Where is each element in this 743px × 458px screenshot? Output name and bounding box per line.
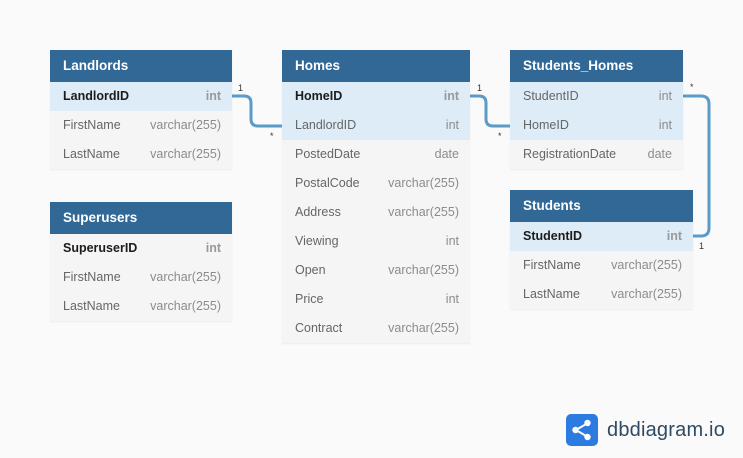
column-row[interactable]: HomeID int (282, 82, 470, 111)
table-landlords[interactable]: Landlords LandlordID int FirstName varch… (50, 50, 232, 169)
cardinality-many-studenthome-sid: * (690, 82, 694, 92)
table-header-students-homes[interactable]: Students_Homes (510, 50, 683, 82)
brand-name: dbdiagram.io (607, 418, 726, 441)
link-home-studenthome (470, 94, 510, 128)
column-type: varchar(255) (611, 287, 682, 301)
column-name: PostedDate (295, 147, 361, 161)
column-row[interactable]: HomeID int (510, 111, 683, 140)
column-name: Open (295, 263, 326, 277)
column-name: LandlordID (63, 89, 129, 103)
column-name: RegistrationDate (523, 147, 617, 161)
column-name: FirstName (523, 258, 581, 272)
column-name: StudentID (523, 89, 579, 103)
column-type: int (443, 89, 459, 103)
column-name: LastName (63, 299, 120, 313)
column-row[interactable]: LastName varchar(255) (50, 292, 232, 321)
column-row[interactable]: Address varchar(255) (282, 198, 470, 227)
column-name: FirstName (63, 270, 121, 284)
column-type: int (658, 89, 672, 103)
column-row[interactable]: Contract varchar(255) (282, 314, 470, 343)
column-row[interactable]: LastName varchar(255) (50, 140, 232, 169)
column-type: int (666, 229, 682, 243)
column-name: Address (295, 205, 341, 219)
column-type: int (658, 118, 672, 132)
column-row[interactable]: RegistrationDate date (510, 140, 683, 169)
column-row[interactable]: Viewing int (282, 227, 470, 256)
column-name: FirstName (63, 118, 121, 132)
column-name: LandlordID (295, 118, 357, 132)
table-header-superusers[interactable]: Superusers (50, 202, 232, 234)
cardinality-one-landlord: 1 (238, 83, 243, 93)
column-type: int (205, 89, 221, 103)
column-type: varchar(255) (150, 147, 221, 161)
column-name: Price (295, 292, 324, 306)
column-type: varchar(255) (388, 321, 459, 335)
cardinality-one-student: 1 (699, 241, 704, 251)
share-nodes-icon (566, 414, 598, 446)
column-name: Contract (295, 321, 343, 335)
column-row[interactable]: LandlordID int (282, 111, 470, 140)
cardinality-many-home: * (270, 131, 274, 141)
table-header-students[interactable]: Students (510, 190, 693, 222)
column-name: HomeID (523, 118, 569, 132)
column-row[interactable]: LastName varchar(255) (510, 280, 693, 309)
column-type: varchar(255) (388, 176, 459, 190)
column-type: int (445, 234, 459, 248)
column-row[interactable]: StudentID int (510, 222, 693, 251)
column-type: varchar(255) (150, 270, 221, 284)
column-row[interactable]: LandlordID int (50, 82, 232, 111)
column-type: int (445, 118, 459, 132)
table-superusers[interactable]: Superusers SuperuserID int FirstName var… (50, 202, 232, 321)
column-row[interactable]: Price int (282, 285, 470, 314)
column-row[interactable]: PostalCode varchar(255) (282, 169, 470, 198)
column-type: varchar(255) (611, 258, 682, 272)
link-landlord-home (232, 94, 282, 128)
table-students[interactable]: Students StudentID int FirstName varchar… (510, 190, 693, 309)
column-type: date (434, 147, 459, 161)
column-type: int (445, 292, 459, 306)
brand-logo[interactable]: dbdiagram.io (566, 414, 725, 446)
column-name: LastName (523, 287, 580, 301)
table-students-homes[interactable]: Students_Homes StudentID int HomeID int … (510, 50, 683, 169)
column-name: Viewing (295, 234, 339, 248)
column-row[interactable]: FirstName varchar(255) (50, 263, 232, 292)
cardinality-many-studenthome: * (498, 131, 502, 141)
column-row[interactable]: Open varchar(255) (282, 256, 470, 285)
column-type: date (647, 147, 672, 161)
column-name: LastName (63, 147, 120, 161)
column-type: varchar(255) (150, 299, 221, 313)
column-type: varchar(255) (388, 205, 459, 219)
table-header-landlords[interactable]: Landlords (50, 50, 232, 82)
table-homes[interactable]: Homes HomeID int LandlordID int PostedDa… (282, 50, 470, 343)
column-row[interactable]: FirstName varchar(255) (50, 111, 232, 140)
column-name: PostalCode (295, 176, 360, 190)
column-name: HomeID (295, 89, 343, 103)
column-row[interactable]: PostedDate date (282, 140, 470, 169)
column-row[interactable]: SuperuserID int (50, 234, 232, 263)
column-row[interactable]: FirstName varchar(255) (510, 251, 693, 280)
table-header-homes[interactable]: Homes (282, 50, 470, 82)
cardinality-one-home: 1 (477, 83, 482, 93)
column-row[interactable]: StudentID int (510, 82, 683, 111)
column-type: varchar(255) (150, 118, 221, 132)
column-type: int (205, 241, 221, 255)
column-name: SuperuserID (63, 241, 138, 255)
column-type: varchar(255) (388, 263, 459, 277)
column-name: StudentID (523, 229, 583, 243)
